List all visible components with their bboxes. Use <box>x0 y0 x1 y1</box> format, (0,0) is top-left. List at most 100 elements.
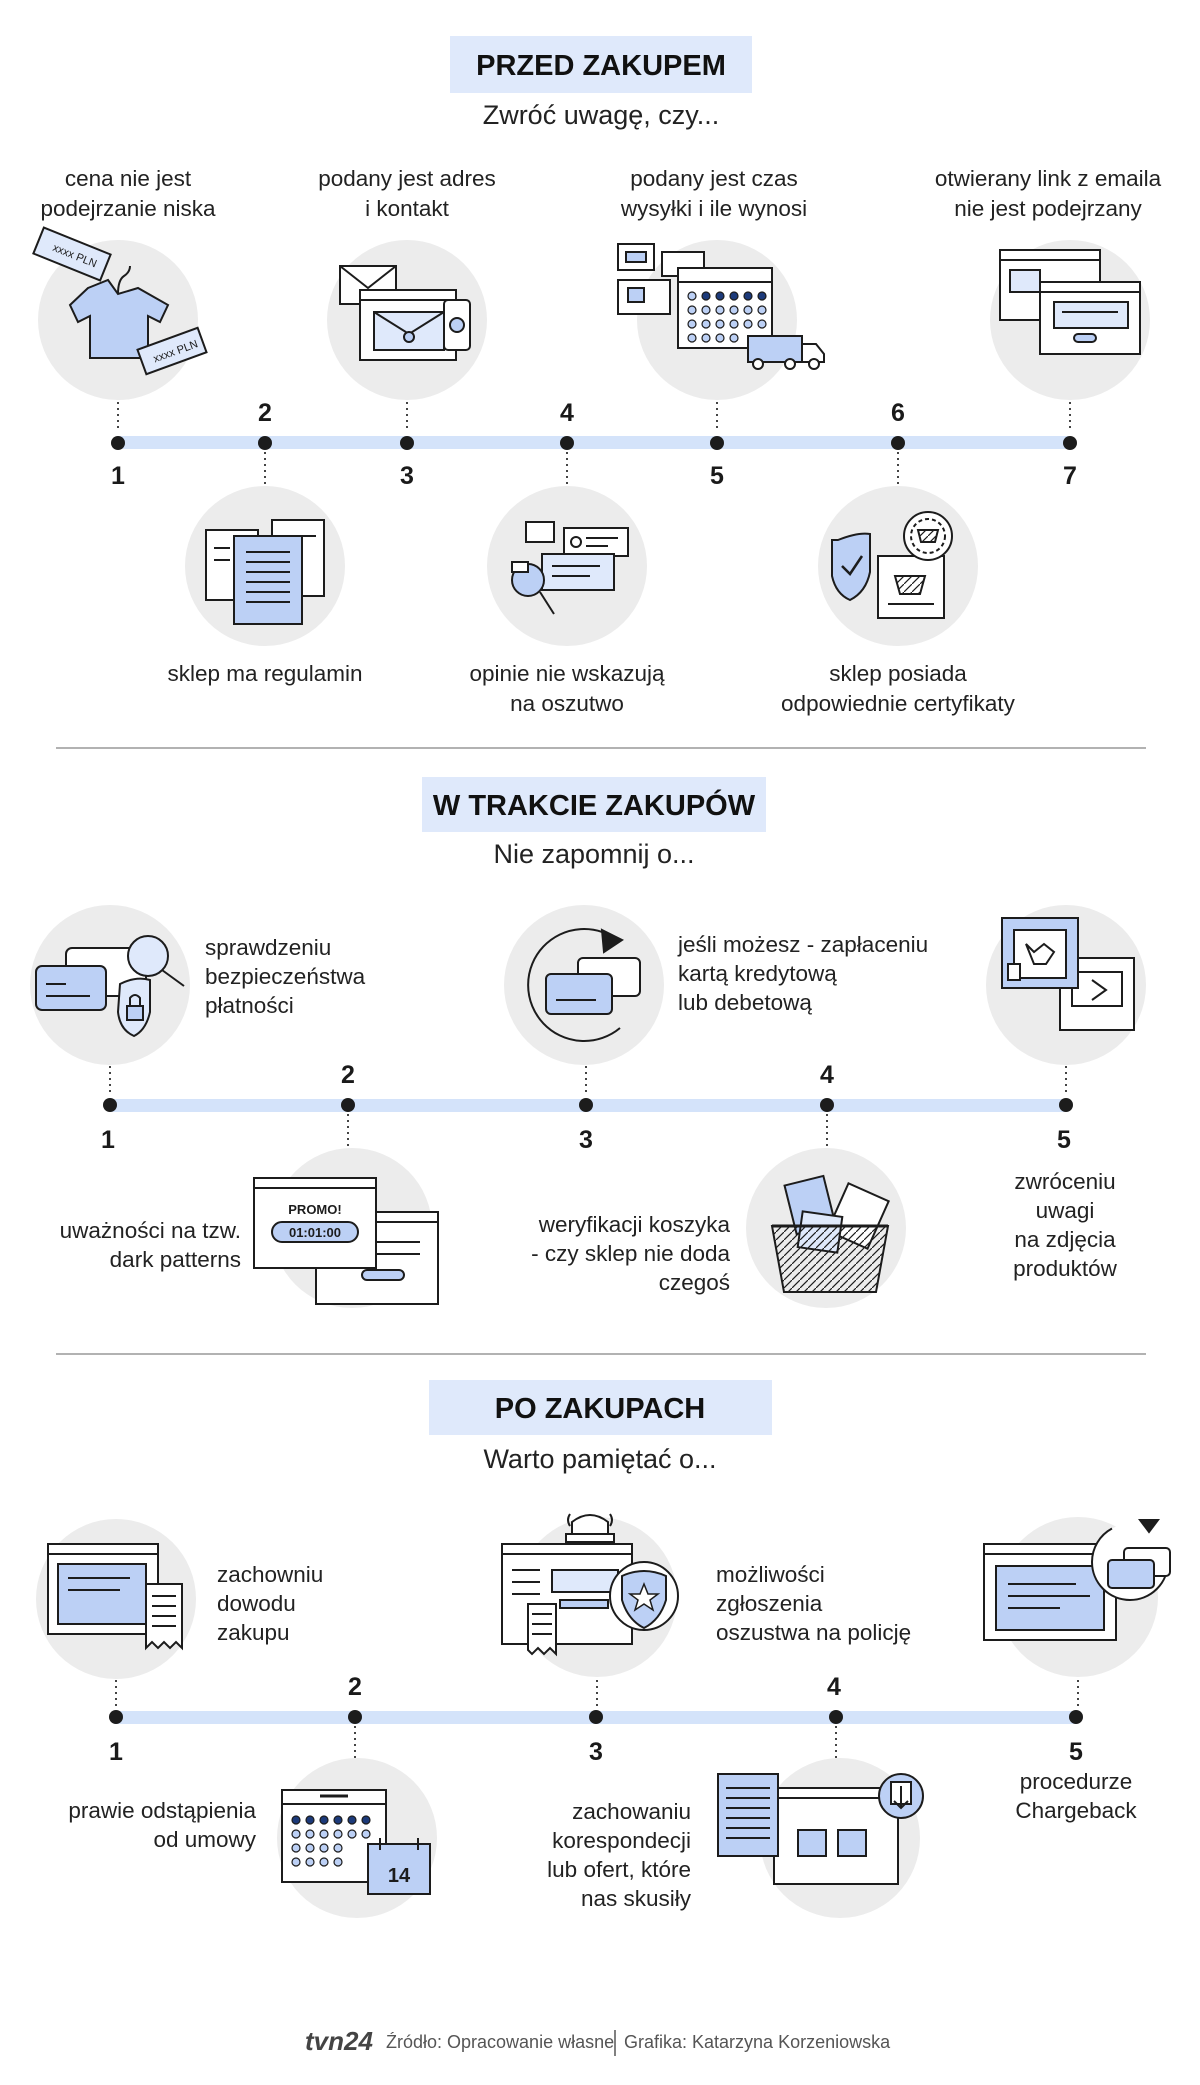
step-label-line: czegoś <box>659 1270 730 1295</box>
footer: tvn24 Źródło: Opracowanie własne Grafika… <box>305 2026 891 2056</box>
calendar-14-icon: 14 <box>281 1789 431 1895</box>
timeline-node <box>341 1098 355 1112</box>
payment-security-icon <box>35 935 185 1038</box>
step: 5 zwróceniu uwagi na zdjęcia produktów <box>986 905 1146 1281</box>
step-label-line: na oszutwo <box>510 691 624 716</box>
step-number: 1 <box>109 1738 123 1766</box>
section-title: W TRAKCIE ZAKUPÓW <box>433 788 756 822</box>
section-subtitle: Zwróć uwagę, czy... <box>483 100 720 130</box>
step-label-line: nas skusiły <box>581 1886 692 1911</box>
timeline-node <box>1059 1098 1073 1112</box>
step-label-line: odpowiednie certyfikaty <box>781 691 1016 716</box>
step-label-line: uwagi <box>1036 1198 1095 1223</box>
step-label-line: zgłoszenia <box>716 1591 823 1616</box>
timeline-node <box>710 436 724 450</box>
step: 4 opinie nie wskazują na oszutwo <box>469 399 665 716</box>
timeline-node <box>820 1098 834 1112</box>
police-badge-icon <box>501 1513 679 1657</box>
step: 5 procedurze Chargeback <box>983 1517 1171 1823</box>
step: 4 zachowaniu korespondecji lub ofert, kt… <box>547 1673 924 1918</box>
reviews-magnifier-icon <box>511 521 629 615</box>
section-title-bg <box>450 36 752 93</box>
step-label-line: i kontakt <box>365 196 450 221</box>
timeline-bar <box>117 436 1068 449</box>
step-label-line: kartą kredytową <box>678 961 837 986</box>
step-label-line: wysyłki i ile wynosi <box>620 196 807 221</box>
shopping-basket-icon <box>770 1174 890 1293</box>
step-number: 5 <box>710 462 724 490</box>
step-label-line: zakupu <box>217 1620 290 1645</box>
section-title: PRZED ZAKUPEM <box>476 50 726 82</box>
step-number: 4 <box>820 1061 834 1089</box>
section-title: PO ZAKUPACH <box>495 1393 706 1425</box>
step-label-line: podany jest czas <box>630 166 798 191</box>
step-number: 2 <box>348 1673 362 1701</box>
document-rules-icon <box>205 519 325 625</box>
timeline-node <box>829 1710 843 1724</box>
step-number: 3 <box>589 1738 603 1766</box>
step: podany jest adres i kontakt 3 <box>318 166 496 490</box>
step-number: 4 <box>827 1673 841 1701</box>
step: 4 weryfikacji koszyka - czy sklep nie do… <box>531 1061 906 1308</box>
step-label-line: lub ofert, które <box>547 1857 691 1882</box>
step-label-line: możliwości <box>716 1562 825 1587</box>
timeline-node <box>1063 436 1077 450</box>
step-label-line: bezpieczeństwa <box>205 964 366 989</box>
timeline-node <box>258 436 272 450</box>
card-refresh-icon <box>527 928 641 1042</box>
step: sprawdzeniu bezpieczeństwa płatności 1 <box>30 905 366 1154</box>
step-label-line: zwróceniu <box>1014 1169 1115 1194</box>
price-tag-icon: xxxx PLN xxxx PLN <box>32 226 208 376</box>
download-documents-icon <box>717 1773 924 1885</box>
step-label-line: sprawdzeniu <box>205 935 331 960</box>
step-label-line: dark patterns <box>110 1247 241 1272</box>
step-label-line: procedurze <box>1020 1769 1133 1794</box>
contact-address-icon <box>339 265 471 361</box>
timeline-node <box>109 1710 123 1724</box>
step-number: 2 <box>341 1061 355 1089</box>
certificate-shield-icon <box>831 511 953 619</box>
section-after-purchase: PO ZAKUPACH Warto pamiętać o... zachowni… <box>36 1380 1171 1918</box>
timeline-node <box>1069 1710 1083 1724</box>
timeline-node <box>400 436 414 450</box>
timeline-node <box>111 436 125 450</box>
step-label-line: zachowaniu <box>572 1799 691 1824</box>
step-label-line: - czy sklep nie doda <box>531 1241 730 1266</box>
step: możliwości zgłoszenia oszustwa na policj… <box>501 1513 911 1766</box>
chargeback-card-icon <box>983 1519 1171 1641</box>
step-label-line: od umowy <box>153 1827 256 1852</box>
timeline-node <box>560 436 574 450</box>
step-number: 4 <box>560 399 574 427</box>
step-label-line: na zdjęcia <box>1014 1227 1116 1252</box>
section-title-bg <box>429 1380 772 1435</box>
step-label-line: cena nie jest <box>65 166 192 191</box>
step-label-line: sklep ma regulamin <box>167 661 362 686</box>
step-label-line: prawie odstąpienia <box>68 1798 256 1823</box>
step-number: 5 <box>1057 1126 1071 1154</box>
timeline-node <box>579 1098 593 1112</box>
step-label-line: opinie nie wskazują <box>469 661 665 686</box>
step: jeśli możesz - zapłaceniu kartą kredytow… <box>504 905 928 1154</box>
section-before-purchase: PRZED ZAKUPEM Zwróć uwagę, czy... cena n… <box>32 36 1162 716</box>
footer-author: Grafika: Katarzyna Korzeniowska <box>624 2032 891 2052</box>
step-label-line: płatności <box>205 993 294 1018</box>
step: otwierany link z emaila nie jest podejrz… <box>935 166 1162 490</box>
step: 2 14 prawie odstąpienia od umowy <box>68 1673 437 1918</box>
step: 2 sklep ma regulamin <box>167 399 362 686</box>
promo-label: PROMO! <box>288 1202 341 1217</box>
step-number: 3 <box>400 462 414 490</box>
step-label-line: weryfikacji koszyka <box>538 1212 731 1237</box>
step-label-line: korespondecji <box>552 1828 691 1853</box>
step: 6 sklep posiada odpowiednie certyfikaty <box>781 399 1016 716</box>
step-label-line: zachowniu <box>217 1562 323 1587</box>
delivery-calendar-icon <box>617 243 825 370</box>
section-subtitle: Nie zapomnij o... <box>493 839 694 869</box>
product-photos-icon <box>1001 917 1135 1031</box>
step-label-line: podejrzanie niska <box>40 196 216 221</box>
step-number: 6 <box>891 399 905 427</box>
step-label-line: nie jest podejrzany <box>954 196 1142 221</box>
promo-timer-icon: PROMO! 01:01:00 <box>253 1177 439 1305</box>
footer-source: Źródło: Opracowanie własne <box>386 2032 614 2052</box>
receipt-window-icon <box>47 1543 183 1651</box>
email-link-windows-icon <box>999 249 1141 355</box>
